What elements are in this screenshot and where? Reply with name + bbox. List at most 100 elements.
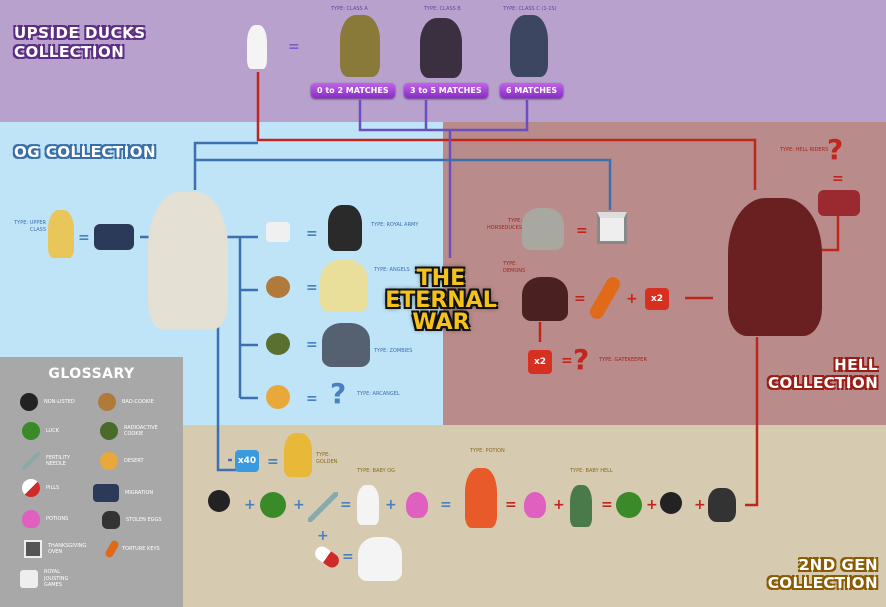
hell-duck-character — [728, 198, 822, 336]
radioactive-cookie-icon — [266, 333, 290, 355]
radioactive-cookie-icon — [100, 422, 118, 440]
equals-sign: = — [288, 39, 300, 55]
migration-bag-icon — [94, 224, 134, 250]
golden-label: TYPE: GOLDEN — [316, 452, 338, 465]
glossary-label: BAD-COOKIE — [122, 398, 154, 405]
glossary-item: FERTILITY NEEDLE — [22, 452, 86, 470]
type-class-a-label: TYPE: CLASS A — [331, 6, 368, 12]
clover-icon — [260, 492, 286, 518]
unknown-question-icon: ? — [827, 133, 844, 166]
clover-icon — [22, 422, 40, 440]
glossary-label: NON-LISTED — [44, 398, 75, 405]
thanksgiving-oven-icon — [597, 212, 627, 244]
gatekeeper-label: TYPE: GATEKEEPER — [599, 357, 647, 363]
glossary-label: RADIOACTIVE COOKIE — [124, 424, 158, 438]
angels-character — [320, 260, 368, 312]
glossary-label: PILLS — [46, 484, 60, 491]
royal-army-label: TYPE: ROYAL ARMY — [371, 222, 419, 228]
oven-icon — [24, 540, 42, 558]
equals-sign: = — [306, 226, 318, 242]
match-badge-6: 6 MATCHES — [500, 83, 564, 98]
sack-icon — [708, 488, 736, 522]
glossary-label: POTIONS — [46, 515, 69, 522]
glossary-title: GLOSSARY — [48, 366, 135, 382]
sack-icon — [102, 511, 120, 529]
glossary-item: PILLS — [22, 479, 86, 497]
glossary-item: STOLEN EGGS — [102, 511, 166, 529]
potion-character — [465, 468, 497, 528]
equals-sign: = — [342, 549, 354, 565]
og-title: OG COLLECTION — [14, 143, 157, 161]
horseducks-character — [522, 208, 564, 250]
line-red-hell — [538, 210, 840, 507]
baby-og-character — [357, 485, 379, 525]
equals-sign: = — [267, 454, 279, 470]
plus-sign: + — [293, 497, 305, 513]
horseducks-label: TYPE: HORSEDUCKS — [487, 218, 522, 231]
bag-icon — [93, 484, 119, 502]
ball-chain-icon — [660, 492, 682, 514]
zombies-character — [322, 323, 370, 367]
glossary-label: ROYAL JOUSTING GAMES — [44, 569, 69, 588]
equals-sign: = — [576, 223, 588, 239]
glossary-item: LUCK — [22, 422, 86, 440]
plus-sign: + — [385, 497, 397, 513]
glossary-label: THANKSGIVING OVEN — [48, 542, 87, 556]
equals-sign: = — [561, 353, 573, 369]
cookie-icon — [98, 393, 116, 411]
potion-icon — [524, 492, 546, 518]
glossary-item: NON-LISTED — [20, 393, 84, 411]
clover-icon — [616, 492, 642, 518]
match-badge-3-5: 3 to 5 MATCHES — [404, 83, 488, 98]
plus-sign: + — [317, 528, 329, 544]
equals-sign: = — [306, 280, 318, 296]
needle-icon — [308, 492, 338, 522]
glossary-label: STOLEN EGGS — [126, 516, 162, 523]
pill-icon — [22, 479, 40, 497]
glossary-item: ROYAL JOUSTING GAMES — [20, 569, 84, 589]
plus-sign: + — [646, 497, 658, 513]
key-icon — [104, 539, 120, 559]
golden-character — [284, 433, 312, 477]
plus-sign: + — [626, 291, 638, 307]
equals-sign: = — [832, 171, 844, 187]
ball-chain-icon — [20, 393, 38, 411]
unknown-question-icon: ? — [330, 377, 347, 410]
royal-army-character — [328, 205, 362, 251]
equals-sign: = — [505, 497, 517, 513]
desert-icon — [266, 385, 290, 409]
class-c-character — [510, 15, 548, 77]
jousting-icon — [20, 569, 38, 588]
bad-cookie-icon — [266, 276, 290, 298]
line-purple — [358, 100, 529, 258]
jousting-icon — [266, 222, 290, 242]
type-class-b-label: TYPE: CLASS B — [424, 6, 461, 12]
x2-badge-gatekeeper: x2 — [528, 350, 552, 374]
angels-label: TYPE: ANGELS — [374, 267, 410, 273]
plus-sign: + — [244, 497, 256, 513]
glossary-item: BAD-COOKIE — [98, 393, 162, 411]
ball-chain-icon — [208, 490, 230, 512]
arcangel-label: TYPE: ARCANGEL — [357, 391, 400, 397]
plus-sign: + — [553, 497, 565, 513]
equals-sign: = — [601, 497, 613, 513]
glossary-label: TORTURE KEYS — [122, 545, 160, 552]
baby-og-label: TYPE: BABY OG — [357, 468, 396, 474]
glossary-item: TORTURE KEYS — [104, 539, 162, 559]
glossary-item: DESERT — [100, 452, 164, 470]
glossary-label: FERTILITY NEEDLE — [46, 454, 71, 468]
equals-sign: = — [306, 391, 318, 407]
match-badge-0-2: 0 to 2 MATCHES — [311, 83, 395, 98]
demons-label: TYPE: DEMONS — [503, 261, 526, 274]
line-red-top — [256, 72, 757, 190]
glossary-item: POTIONS — [22, 510, 86, 528]
baby-hell-label: TYPE: BABY HELL — [570, 468, 613, 474]
x40-badge: x40 — [235, 450, 259, 472]
type-class-c-label: TYPE: CLASS C (1-1s) — [503, 6, 557, 12]
hell-riders-label: TYPE: HELL RIDERS — [780, 147, 829, 153]
